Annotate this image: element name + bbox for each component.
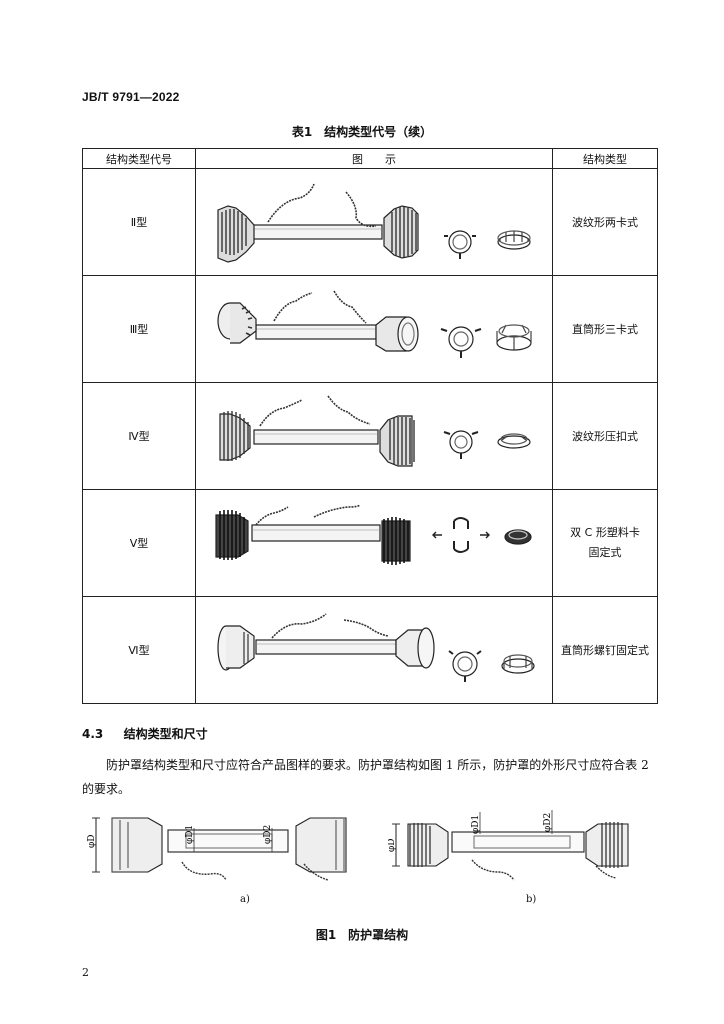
figure-caption: 图1 防护罩结构 (315, 928, 409, 942)
illustration-cell (195, 596, 553, 704)
table-row: Ⅵ型 (82, 596, 658, 704)
dim-label: φD1 (185, 825, 195, 844)
type-code: Ⅲ型 (82, 275, 196, 383)
structure-type-table: 结构类型代号 图 示 结构类型 Ⅱ型 (82, 148, 658, 704)
section-title: 结构类型和尺寸 (123, 727, 208, 741)
table-row: Ⅳ型 (82, 382, 658, 490)
type-code: Ⅱ型 (82, 168, 196, 276)
illustration-cell (195, 382, 553, 490)
illustration-cell (195, 275, 553, 383)
type-name: 双 C 形塑料卡固定式 (552, 489, 658, 597)
table-row: Ⅴ型 (82, 489, 658, 597)
type-name: 直筒形螺钉固定式 (552, 596, 658, 704)
table-caption: 表1 结构类型代号（续） (291, 125, 433, 139)
table-header-row: 结构类型代号 图 示 结构类型 (82, 148, 658, 169)
subfigure-b-label: b) (526, 894, 537, 905)
corrugated-press-buckle-shaft-drawing (219, 395, 531, 467)
header-type: 结构类型 (552, 148, 658, 169)
illustration-cell (195, 168, 553, 276)
dim-label: φD2 (263, 825, 273, 844)
table-row: Ⅲ型 (82, 275, 658, 383)
figure-1b-drawing: φD φD1 φD2 (388, 810, 629, 881)
type-code: Ⅴ型 (82, 489, 196, 597)
standard-number: JB/T 9791—2022 (82, 90, 180, 104)
illustration-cell (195, 489, 553, 597)
header-illustration: 图 示 (195, 148, 553, 169)
straight-screw-fixed-shaft-drawing (217, 613, 535, 682)
type-name: 波纹形压扣式 (552, 382, 658, 490)
section-heading: 4.3 结构类型和尺寸 (82, 725, 208, 742)
subfigure-a-label: a) (240, 894, 250, 905)
table-row: Ⅱ型 (82, 168, 658, 276)
page-number: 2 (82, 966, 89, 979)
type-name: 直筒形三卡式 (552, 275, 658, 383)
figure-1a-drawing: φD φD1 φD2 (87, 817, 347, 881)
dim-label: φD1 (471, 815, 481, 834)
double-c-plastic-clip-shaft-drawing (215, 504, 532, 565)
figure-1: φD φD1 φD2 a) φD φD1 φD2 b) (82, 800, 660, 910)
dim-label: φD (388, 838, 397, 852)
straight-three-clamp-shaft-drawing (217, 290, 532, 358)
dim-label: φD (87, 834, 97, 848)
dim-label: φD2 (543, 813, 553, 832)
type-code: Ⅳ型 (82, 382, 196, 490)
type-name: 波纹形两卡式 (552, 168, 658, 276)
body-paragraph: 防护罩结构类型和尺寸应符合产品图样的要求。防护罩结构如图 1 所示，防护罩的外形… (82, 758, 649, 796)
header-code: 结构类型代号 (82, 148, 196, 169)
type-code: Ⅵ型 (82, 596, 196, 704)
corrugated-two-clamp-shaft-drawing (217, 183, 531, 263)
section-number: 4.3 (82, 727, 104, 741)
